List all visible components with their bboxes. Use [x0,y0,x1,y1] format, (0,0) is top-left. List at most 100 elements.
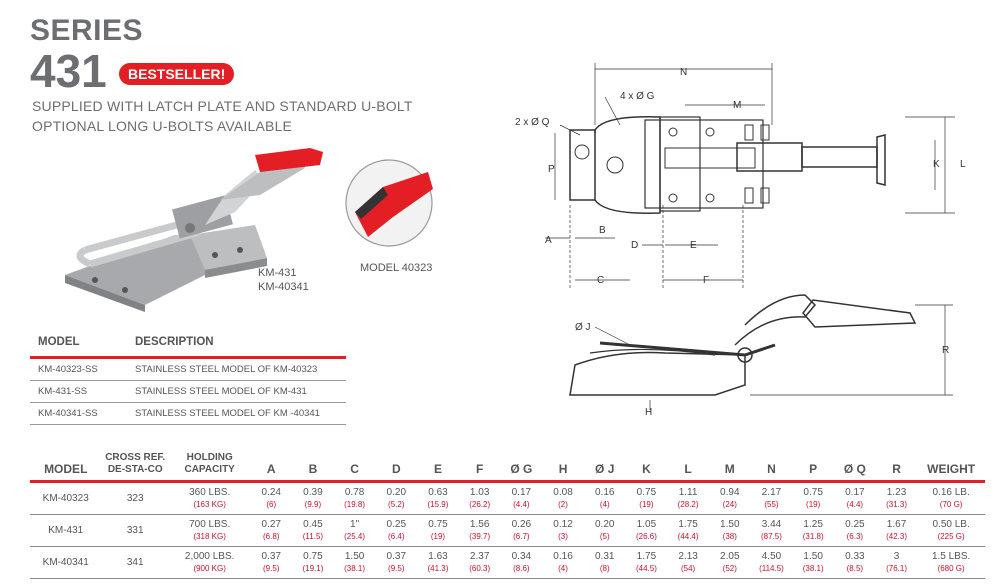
row-dim-value: 1.63(41.3) [427,551,449,573]
dim-Q: 2 x Ø Q [515,117,550,128]
row-weight: 0.50 LB.(225 G) [932,519,970,541]
col-dim: K [642,462,651,476]
row-dim-value: 0.17(4.4) [511,487,532,509]
col-dim: Ø J [595,462,615,476]
row-capacity: 360 LBS.(163 KG) [189,487,231,509]
row-model: KM-40341-SS [38,408,98,419]
row-dim-value: 0.16(4) [594,487,615,509]
col-dim: B [308,462,318,476]
row-desc: STAINLESS STEEL MODEL OF KM -40341 [135,408,320,419]
row-dim-value: 0.25(6.4) [386,519,407,541]
row-model: KM-431-SS [38,386,88,397]
col-model: MODEL [38,336,80,348]
dim-R: R [942,345,949,356]
row-dim-value: 0.37(9.5) [386,551,407,573]
row-dim-value: 1.50(38.1) [802,551,824,573]
col-dim: E [433,462,442,476]
row-dim-value: 0.24(6) [261,487,281,509]
row-dim-value: 0.34(8.6) [511,551,532,573]
row-model: KM-40323 [42,493,89,504]
dim-A: A [545,235,552,246]
table-row: KM-40341 341 2,000 LBS.(900 KG) 0.37(9.5) 0.… [30,547,985,579]
col-dim: N [767,462,776,476]
col-dim: R [892,462,901,476]
row-dim-value: 4.50(114.5) [759,551,784,573]
row-dim-value: 2.37(60.3) [469,551,491,573]
row-dim-value: 0.39(9.9) [303,487,323,509]
row-dim-value: 0.63(15.9) [427,487,449,509]
row-dim-value: 2.05(52) [720,551,740,573]
row-dim-value: 1.05(26.6) [635,519,657,541]
handle-detail-image [345,159,433,247]
row-dim-value: 0.20(5) [594,519,615,541]
table-row: KM-431-SS STAINLESS STEEL MODEL OF KM-431 [30,381,346,403]
col-dim: M [724,462,735,476]
col-weight: WEIGHT [927,462,976,476]
dim-F: F [703,275,709,286]
dim-P: P [548,164,555,175]
dim-L: L [960,159,966,170]
crossref-line1: CROSS REF. [105,452,166,463]
row-model: KM-40323-SS [38,364,98,375]
col-dim: A [266,462,276,476]
row-dim-value: 0.31(8) [594,551,615,573]
holding-line1: HOLDING [186,452,233,463]
row-model: KM-431 [48,525,84,536]
row-dim-value: 0.16(4) [553,551,573,573]
dim-E: E [690,240,697,251]
dim-H: H [645,407,652,418]
row-dim-value: 0.45(11.5) [302,519,324,541]
row-dim-value: 0.08(2) [553,487,573,509]
product-image [65,148,323,312]
col-dim: P [809,462,818,476]
row-crossref: 323 [126,493,144,504]
row-dim-value: 1.11(28.2) [677,487,699,509]
row-dim-value: 1.50(38) [720,519,740,541]
dim-M: M [733,100,741,111]
holding-line2: CAPACITY [184,464,235,475]
col-crossref: CROSS REF.DE-STA-CO [101,452,169,476]
col-model: MODEL [44,462,88,476]
product-caption-2: KM-40341 [258,281,309,293]
row-dim-value: 1.23(31.3) [886,487,907,509]
table-row: KM-40323 323 360 LBS.(163 KG) 0.24(6) 0.39(9… [30,483,985,515]
row-dim-value: 0.75(19.1) [302,551,324,573]
row-dim-value: 3(76.1) [886,551,907,573]
row-dim-value: 0.75(19) [803,487,823,509]
row-dim-value: 0.17(4.4) [845,487,865,509]
row-dim-value: 1.03(26.2) [469,487,491,509]
row-dim-value: 1.75(44.4) [677,519,699,541]
technical-drawing: N 4 x Ø G M 2 x Ø Q P K L A B D E C F Ø … [515,63,966,418]
row-dim-value: 0.94(24) [720,487,740,509]
col-dim: H [558,462,568,476]
row-dim-value: 1.25(31.8) [802,519,824,541]
row-dim-value: 0.33(8.5) [845,551,865,573]
subtitle-line-2: OPTIONAL LONG U-BOLTS AVAILABLE [32,118,293,134]
row-dim-value: 0.27(6.8) [261,519,281,541]
col-dim: Ø Q [843,462,866,476]
row-dim-value: 0.26(6.7) [511,519,532,541]
dim-G: 4 x Ø G [620,91,655,102]
row-dim-value: 1.56(39.7) [469,519,491,541]
row-dim-value: 0.37(9.5) [261,551,281,573]
row-dim-value: 0.75(19) [428,519,448,541]
row-capacity: 2,000 LBS.(900 KG) [184,551,235,573]
row-capacity: 700 LBS.(318 KG) [189,519,231,541]
row-crossref: 341 [126,557,144,568]
row-model: KM-40341 [42,557,89,568]
row-weight: 0.16 LB.(70 G) [932,487,970,509]
row-dim-value: 0.78(19.8) [344,487,366,509]
subtitle-line-1: SUPPLIED WITH LATCH PLATE AND STANDARD U… [32,98,413,114]
dim-B: B [599,225,606,236]
series-label: SERIES [30,14,144,47]
row-dim-value: 2.13(54) [678,551,698,573]
row-desc: STAINLESS STEEL MODEL OF KM-431 [135,386,307,397]
row-dim-value: 1"(25.4) [344,519,366,541]
row-dim-value: 0.75(19) [636,487,657,509]
